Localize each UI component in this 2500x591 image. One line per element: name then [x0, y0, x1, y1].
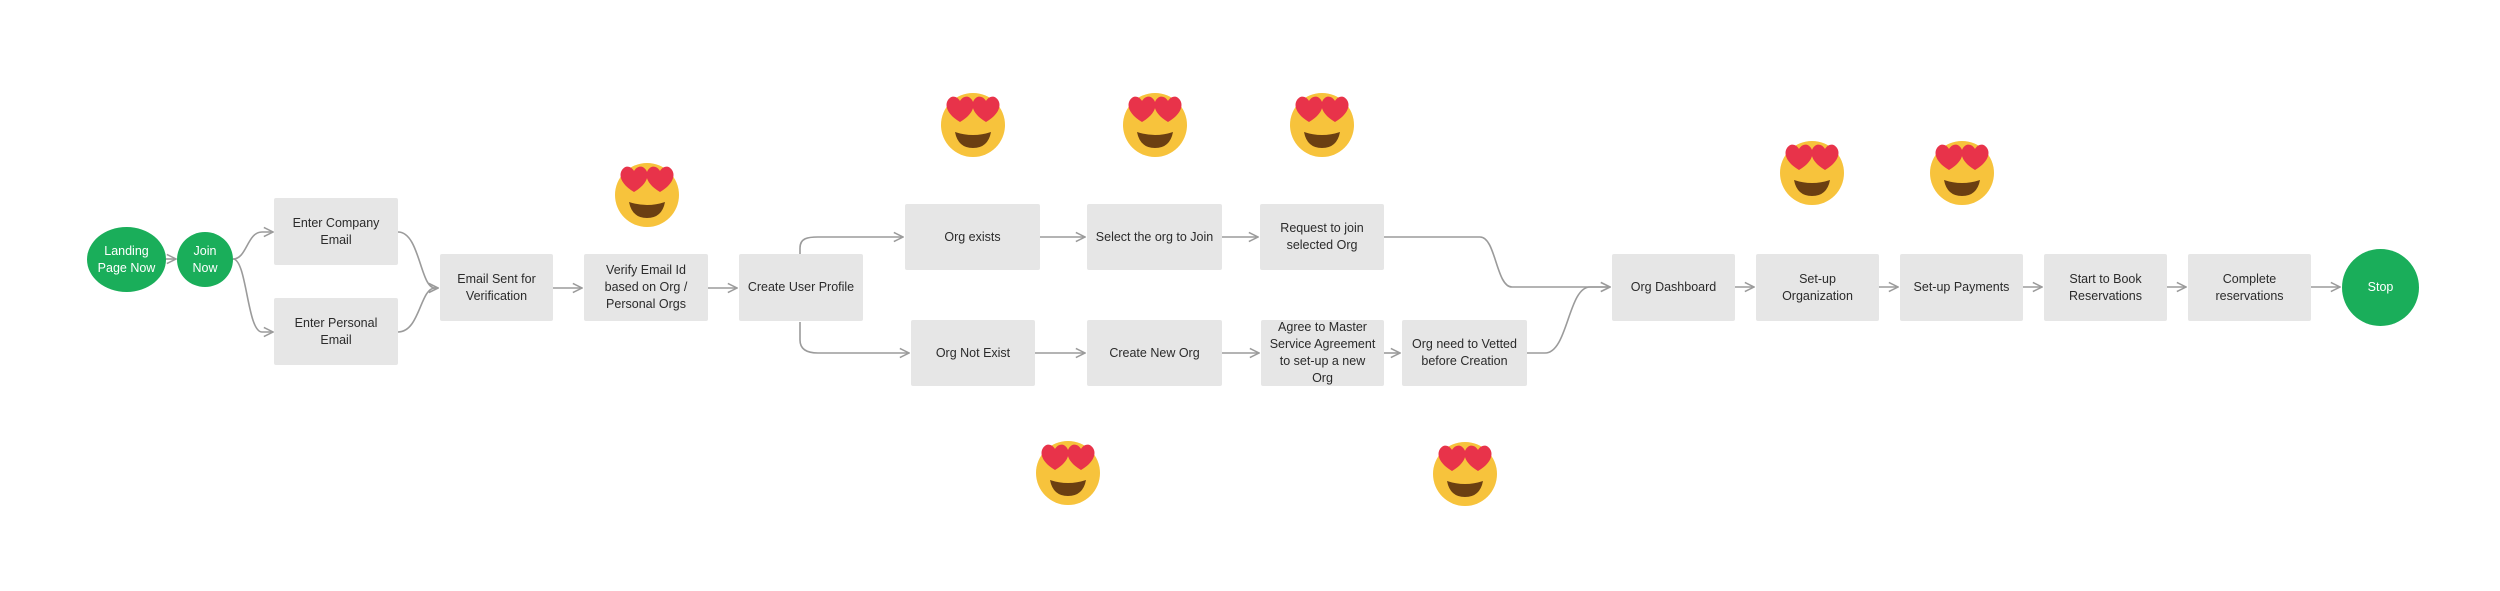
- connector-join-personal: [232, 258, 273, 332]
- create-new-org-node: Create New Org: [1087, 320, 1222, 386]
- connector-personal-emailsent: [397, 288, 438, 333]
- heart-eyes-emoji-icon: [1290, 93, 1354, 157]
- heart-eyes-emoji-icon: [615, 163, 679, 227]
- heart-eyes-emoji-icon: [1433, 442, 1497, 506]
- select-org-node: Select the org to Join: [1087, 204, 1222, 270]
- connector-request-dashboard: [1384, 236, 1610, 287]
- enter-personal-email-node: Enter Personal Email: [274, 298, 398, 365]
- setup-payments-node: Set-up Payments: [1900, 254, 2023, 321]
- stop-node: Stop: [2342, 249, 2419, 326]
- org-vetted-node: Org need to Vetted before Creation: [1402, 320, 1527, 386]
- connector-profile-orgnotexist: [799, 322, 909, 353]
- join-now-node: Join Now: [177, 232, 233, 287]
- connector-vetted-dashboard: [1527, 287, 1610, 354]
- create-user-profile-node: Create User Profile: [739, 254, 863, 321]
- setup-organization-node: Set-up Organization: [1756, 254, 1879, 321]
- connector-profile-orgexists: [799, 237, 903, 254]
- heart-eyes-emoji-icon: [1123, 93, 1187, 157]
- heart-eyes-emoji-icon: [1036, 441, 1100, 505]
- connector-join-company: [232, 232, 273, 260]
- enter-company-email-node: Enter Company Email: [274, 198, 398, 265]
- request-join-node: Request to join selected Org: [1260, 204, 1384, 270]
- agree-msa-node: Agree to Master Service Agreement to set…: [1261, 320, 1384, 386]
- verify-email-node: Verify Email Id based on Org / Personal …: [584, 254, 708, 321]
- connector-company-emailsent: [397, 231, 438, 288]
- start-booking-node: Start to Book Reservations: [2044, 254, 2167, 321]
- heart-eyes-emoji-icon: [1780, 141, 1844, 205]
- email-sent-node: Email Sent for Verification: [440, 254, 553, 321]
- heart-eyes-emoji-icon: [1930, 141, 1994, 205]
- org-exists-node: Org exists: [905, 204, 1040, 270]
- org-dashboard-node: Org Dashboard: [1612, 254, 1735, 321]
- org-not-exist-node: Org Not Exist: [911, 320, 1035, 386]
- complete-reservations-node: Complete reservations: [2188, 254, 2311, 321]
- heart-eyes-emoji-icon: [941, 93, 1005, 157]
- landing-page-node: Landing Page Now: [87, 227, 166, 292]
